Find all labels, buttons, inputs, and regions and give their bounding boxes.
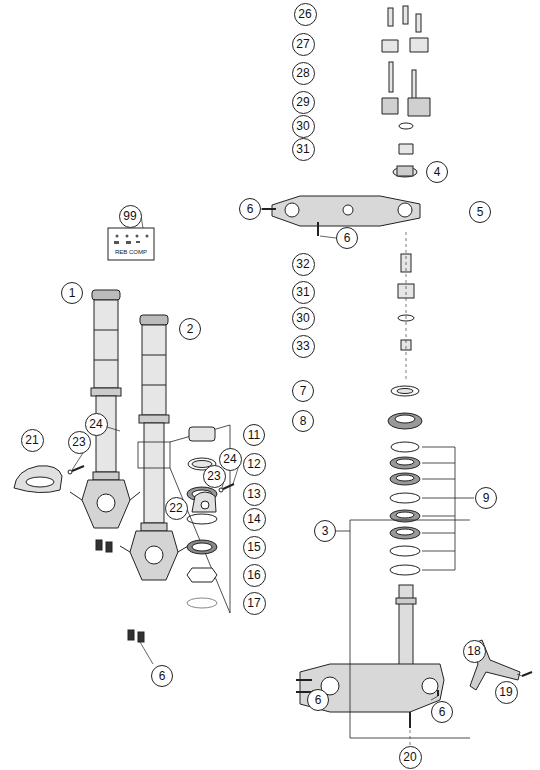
seal-part: [187, 427, 217, 608]
callout-number: 99: [123, 210, 136, 222]
callout-number: 8: [300, 415, 307, 427]
kit-label: REB COMP: [115, 249, 147, 255]
callout-number: 18: [467, 645, 480, 657]
callout-number: 28: [296, 67, 309, 79]
fork-leg: [70, 290, 140, 528]
callout-number: 3: [322, 525, 329, 537]
callout-circle: 6: [239, 198, 261, 220]
callout-circle: 4: [426, 161, 448, 183]
kit-box: [108, 228, 154, 260]
callout-number: 31: [296, 286, 309, 298]
callout-number: 9: [483, 492, 490, 504]
callout-number: 5: [477, 206, 484, 218]
callout-circle: 28: [292, 62, 315, 85]
callout-circle: 30: [292, 307, 315, 330]
callout-circle: 24: [219, 448, 242, 471]
callout-circle: 23: [203, 465, 226, 488]
callout-number: 14: [247, 513, 260, 525]
callout-number: 30: [296, 312, 309, 324]
callout-circle: 27: [292, 33, 315, 56]
callout-circle: 23: [68, 431, 91, 454]
callout-circle: 26: [294, 3, 317, 26]
callout-number: 22: [169, 502, 182, 514]
callout-circle: 1: [61, 282, 83, 304]
callout-number: 12: [247, 458, 260, 470]
callout-circle: 33: [292, 335, 315, 358]
callout-circle: 32: [292, 253, 315, 276]
callout-circle: 31: [292, 138, 315, 161]
callout-number: 7: [300, 385, 307, 397]
callout-circle: 5: [469, 201, 491, 223]
triple-clamp: [272, 196, 420, 226]
callout-number: 21: [25, 434, 38, 446]
callout-circle: 14: [243, 508, 266, 531]
callout-number: 1: [69, 287, 76, 299]
callout-circle: 15: [243, 536, 266, 559]
callout-number: 30: [296, 120, 309, 132]
callout-number: 6: [315, 694, 322, 706]
callout-circle: 13: [243, 483, 266, 506]
callout-number: 6: [159, 670, 166, 682]
callout-circle: 12: [243, 453, 266, 476]
callout-circle: 11: [243, 424, 265, 446]
callout-circle: 7: [292, 380, 314, 402]
callout-circle: 31: [292, 281, 315, 304]
callout-circle: 6: [307, 689, 329, 711]
callout-circle: 99: [119, 205, 142, 228]
callout-circle: 16: [243, 564, 266, 587]
callout-circle: 9: [475, 487, 497, 509]
callout-circle: 2: [179, 318, 201, 340]
callout-circle: 17: [243, 592, 266, 615]
callout-circle: 6: [431, 701, 453, 723]
callout-circle: 21: [21, 429, 44, 452]
callout-circle: 22: [165, 497, 188, 520]
callout-circle: 24: [85, 413, 108, 436]
callout-number: 29: [296, 96, 309, 108]
callout-circle: 29: [292, 91, 315, 114]
callout-circle: 8: [292, 410, 314, 432]
callout-circle: 6: [336, 227, 358, 249]
callout-number: 23: [207, 470, 220, 482]
bearing-stack: [390, 442, 420, 575]
callout-number: 31: [296, 143, 309, 155]
callout-number: 26: [298, 8, 311, 20]
callout-number: 13: [247, 488, 260, 500]
callout-number: 2: [187, 323, 194, 335]
callout-number: 23: [72, 436, 85, 448]
callout-number: 33: [296, 340, 309, 352]
callout-number: 11: [248, 429, 260, 441]
clamp-part: [192, 492, 216, 512]
fork-leg: [120, 315, 188, 580]
callout-number: 6: [247, 203, 254, 215]
callout-number: 32: [296, 258, 309, 270]
callout-circle: 30: [292, 115, 315, 138]
top-fasteners: [382, 6, 430, 177]
callout-number: 24: [223, 453, 236, 465]
callout-circle: 3: [314, 520, 336, 542]
clamp-part: [14, 466, 62, 493]
callout-number: 20: [403, 751, 416, 763]
callout-circle: 19: [495, 681, 518, 704]
callout-number: 24: [89, 418, 102, 430]
callout-number: 6: [344, 232, 351, 244]
callout-number: 4: [434, 166, 441, 178]
callout-number: 27: [296, 38, 309, 50]
callout-circle: 18: [463, 640, 486, 663]
callout-circle: 20: [399, 746, 422, 769]
callout-circle: 6: [151, 665, 173, 687]
callout-number: 15: [247, 541, 260, 553]
callout-number: 17: [247, 597, 260, 609]
lower-clamp: [300, 664, 444, 712]
callout-number: 19: [499, 686, 512, 698]
callout-number: 16: [247, 569, 260, 581]
callout-number: 6: [439, 706, 446, 718]
